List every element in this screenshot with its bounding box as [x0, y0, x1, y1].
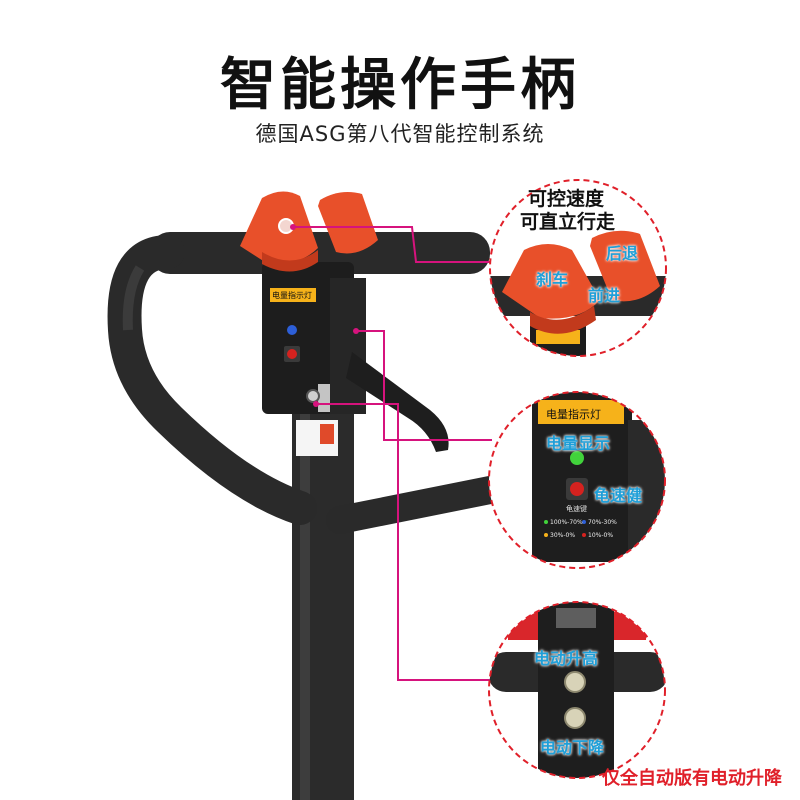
backward-label: 后退 [606, 244, 639, 263]
page-subtitle: 德国ASG第八代智能控制系统 [255, 122, 545, 146]
brake-label: 刹车 [536, 270, 569, 289]
connector-lines [293, 226, 492, 681]
connector-dots [290, 224, 359, 407]
callout-lift-circle [488, 601, 666, 779]
speed-label-line2: 可直立行走 [520, 211, 616, 233]
key-caption: 龟速键 [566, 505, 587, 513]
lift-up-label: 电动升高 [534, 649, 599, 668]
speed-label-line1: 可控速度 [528, 188, 605, 210]
forward-label: 前进 [588, 286, 621, 305]
legend-item: 30%-0% [550, 532, 576, 539]
panel-label: 电量指示灯 [546, 408, 601, 421]
legend-item: 10%-0% [588, 532, 614, 539]
footnote-auto-version: 仅全自动版有电动升降 [602, 768, 782, 789]
lift-down-label: 电动下降 [540, 738, 605, 757]
battery-display-label: 电量显示 [546, 434, 611, 453]
handle-panel-label: 电量指示灯 [272, 291, 312, 300]
turtle-key-label: 龟速健 [594, 486, 643, 505]
legend-item: 70%-30% [588, 519, 617, 526]
callout-panel-circle [488, 391, 666, 569]
page-title: 智能操作手柄 [220, 53, 580, 118]
callout-speed-circle [489, 179, 667, 357]
tiller-body [107, 191, 514, 800]
legend-item: 100%-70% [550, 519, 583, 526]
